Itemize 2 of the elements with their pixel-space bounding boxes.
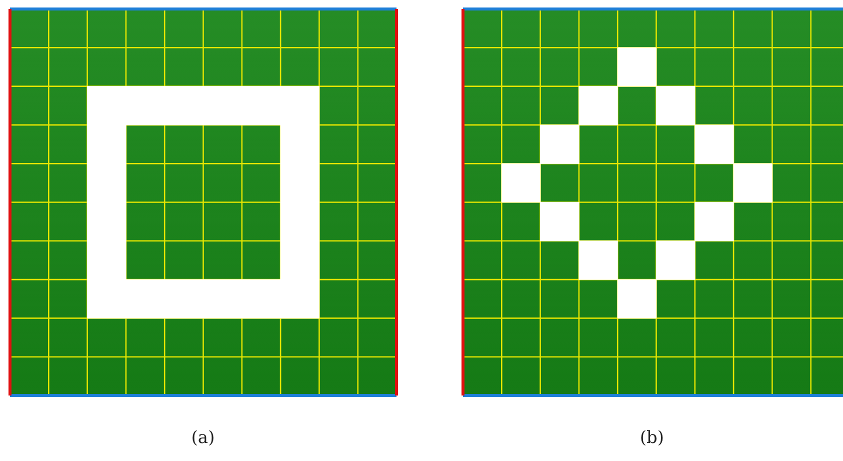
panel-label: (a) <box>191 428 215 448</box>
panel-label: (b) <box>640 428 664 448</box>
